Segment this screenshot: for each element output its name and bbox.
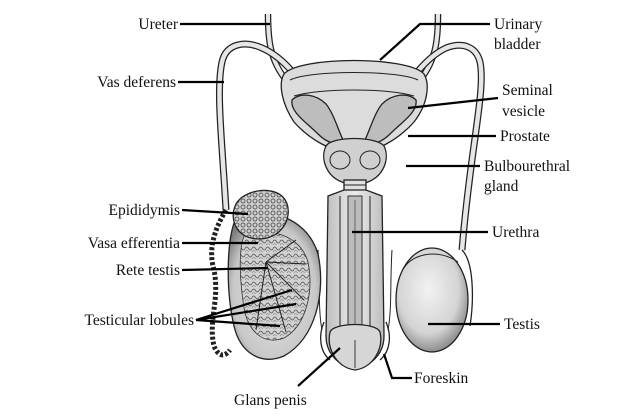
label-urethra: Urethra — [492, 224, 539, 241]
label-bulbourethral-line2: gland — [484, 178, 519, 195]
label-seminal-vesicle-line1: Seminal — [502, 82, 553, 99]
label-testicular-lobules: Testicular lobules — [84, 312, 194, 329]
testis-right — [395, 247, 474, 353]
label-urinary-bladder-line2: bladder — [494, 36, 541, 53]
label-seminal-vesicle-line2: vesicle — [502, 103, 545, 120]
foreskin-leader — [382, 353, 412, 380]
glans-penis-leader — [297, 347, 341, 387]
testicular-lobules-leader-2 — [195, 302, 297, 322]
testis-left-sectioned — [227, 212, 322, 360]
label-glans-penis: Glans penis — [234, 392, 307, 409]
testicular-lobules-leader-3 — [195, 318, 281, 328]
label-vasa-efferentia: Vasa efferentia — [88, 235, 180, 252]
ureter-left — [264, 13, 289, 83]
label-prostate: Prostate — [500, 128, 550, 145]
prostate — [323, 137, 387, 186]
seminal-vesicle-leader — [407, 96, 499, 110]
vas-deferens-right — [389, 41, 485, 251]
label-ureter: Ureter — [138, 16, 178, 33]
epididymis-leader — [181, 208, 249, 216]
label-foreskin: Foreskin — [414, 370, 469, 387]
penis — [325, 189, 385, 371]
label-testis: Testis — [504, 316, 540, 333]
label-urinary-bladder-line1: Urinary — [494, 16, 542, 33]
epididymis — [232, 189, 289, 240]
label-epididymis: Epididymis — [109, 202, 180, 219]
vas-deferens-coil — [209, 208, 232, 358]
label-bulbourethral-line1: Bulbourethral — [484, 158, 570, 175]
rete-testis-leader — [181, 266, 269, 272]
foreskin — [379, 321, 391, 361]
label-rete-testis: Rete testis — [116, 262, 180, 279]
urinary-bladder-leader — [379, 22, 490, 61]
label-vas-deferens: Vas deferens — [97, 74, 176, 91]
testicular-lobules-leader-1 — [195, 288, 293, 322]
